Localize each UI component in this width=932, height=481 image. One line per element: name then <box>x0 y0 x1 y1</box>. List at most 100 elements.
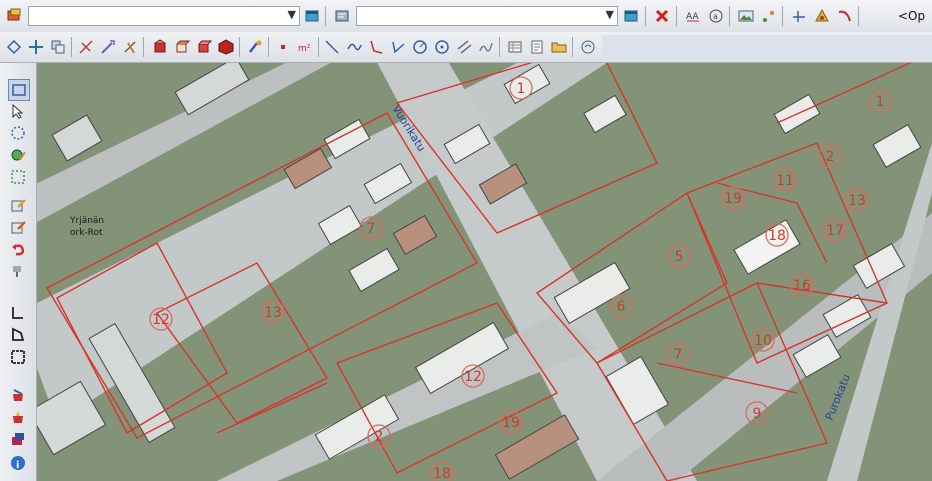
toolbar-separator <box>676 6 677 26</box>
line-draw-icon[interactable] <box>322 37 342 57</box>
copy-icon[interactable] <box>48 37 68 57</box>
lot-number: 13 <box>848 193 866 209</box>
lot-marker-circle <box>367 424 391 448</box>
folder-icon[interactable] <box>549 37 569 57</box>
pin-icon[interactable] <box>8 261 28 281</box>
lot-marker-circle <box>751 328 775 352</box>
window2-icon[interactable] <box>621 6 641 26</box>
options-label[interactable]: <Op <box>898 9 926 23</box>
circle-icon[interactable] <box>432 37 452 57</box>
parallel-icon[interactable] <box>454 37 474 57</box>
view-combo[interactable]: ▼ <box>356 6 618 26</box>
lot-number: 9 <box>753 406 762 422</box>
area-label-1: Yrjänän <box>69 216 104 226</box>
lot-number: 1 <box>517 81 526 97</box>
lot-marker-circle <box>261 300 285 324</box>
lot-marker-circle <box>667 244 691 268</box>
lot-marker-circle <box>509 76 533 100</box>
cut-icon[interactable] <box>120 37 140 57</box>
info-icon[interactable]: i <box>8 453 28 473</box>
render-icon[interactable] <box>150 37 170 57</box>
toolbar-empty-area <box>602 35 932 59</box>
lot-number: 12 <box>152 312 170 328</box>
lot-marker-circle <box>790 273 814 297</box>
layers-icon[interactable] <box>8 429 28 449</box>
lot-number: 1 <box>876 94 885 110</box>
polygon-tool-icon[interactable] <box>8 325 28 345</box>
solid-icon[interactable] <box>194 37 214 57</box>
freehand-icon[interactable] <box>476 37 496 57</box>
move-icon[interactable] <box>26 37 46 57</box>
polyline-tool-icon[interactable] <box>8 303 28 323</box>
table-icon[interactable] <box>505 37 525 57</box>
layer-icon[interactable] <box>4 6 24 26</box>
lot-number: 2 <box>826 149 835 165</box>
pointer-icon[interactable] <box>8 101 28 121</box>
layer-combo[interactable]: ▼ <box>28 6 300 26</box>
lot-number: 5 <box>675 249 684 265</box>
line-icon[interactable] <box>789 6 809 26</box>
purokatu-road <box>827 143 932 481</box>
area-icon[interactable]: m² <box>295 37 315 57</box>
lot-number: 10 <box>754 333 772 349</box>
toolbar-separator <box>572 37 573 57</box>
box-icon[interactable] <box>172 37 192 57</box>
select-rectangle-icon[interactable] <box>8 79 30 101</box>
corner-icon[interactable] <box>366 37 386 57</box>
trim-icon[interactable] <box>76 37 96 57</box>
edit-icon[interactable] <box>8 195 28 215</box>
lot-marker-circle <box>499 410 523 434</box>
lot-boundaries <box>46 63 912 481</box>
lot-number: 18 <box>433 466 451 481</box>
dropdown-icon: ▼ <box>605 8 614 21</box>
lot-number: 7 <box>674 347 683 363</box>
pan-icon[interactable] <box>578 37 598 57</box>
select-area-icon[interactable] <box>8 167 28 187</box>
lot-marker-circle <box>823 218 847 242</box>
window-icon[interactable] <box>302 6 322 26</box>
toolbar-separator <box>858 6 859 26</box>
toolbar-separator <box>268 37 269 57</box>
lot-marker-circle <box>461 364 485 388</box>
lot-marker-circle <box>868 89 892 113</box>
svg-text:i: i <box>16 460 19 471</box>
point-icon[interactable] <box>273 37 293 57</box>
lot-number: 13 <box>264 305 282 321</box>
svg-text:a: a <box>713 12 718 21</box>
angle-icon[interactable] <box>388 37 408 57</box>
edit2-icon[interactable] <box>8 217 28 237</box>
toolbar-separator <box>782 6 783 26</box>
snap-vertex-icon[interactable] <box>4 37 24 57</box>
tool-icon[interactable] <box>759 6 779 26</box>
report-icon[interactable] <box>527 37 547 57</box>
rectangle-tool-icon[interactable] <box>8 347 28 367</box>
curve-icon[interactable] <box>835 6 855 26</box>
lot-number: 18 <box>768 228 786 244</box>
lot-marker-circle <box>609 294 633 318</box>
undo-icon[interactable] <box>8 239 28 259</box>
toolbar-separator <box>318 37 319 57</box>
snap-icon[interactable] <box>812 6 832 26</box>
image-icon[interactable] <box>736 6 756 26</box>
arc-icon[interactable] <box>410 37 430 57</box>
paint-icon[interactable] <box>245 37 265 57</box>
extend-icon[interactable] <box>98 37 118 57</box>
text-style-icon[interactable]: AA <box>683 6 703 26</box>
lot-number: 11 <box>776 173 794 189</box>
fill-icon[interactable] <box>8 407 28 427</box>
svg-text:m²: m² <box>298 44 311 54</box>
toolbar-separator <box>325 6 326 26</box>
color-icon[interactable] <box>8 385 28 405</box>
view-icon[interactable] <box>332 6 352 26</box>
polyline-icon[interactable] <box>344 37 364 57</box>
cube-icon[interactable] <box>216 37 236 57</box>
globe-edit-icon[interactable] <box>8 145 28 165</box>
lot-number: 6 <box>617 299 626 315</box>
lasso-icon[interactable] <box>8 123 28 143</box>
annotation-icon[interactable]: a <box>706 6 726 26</box>
lot-number: 17 <box>826 223 844 239</box>
delete-icon[interactable] <box>652 6 672 26</box>
toolbar-separator <box>239 37 240 57</box>
